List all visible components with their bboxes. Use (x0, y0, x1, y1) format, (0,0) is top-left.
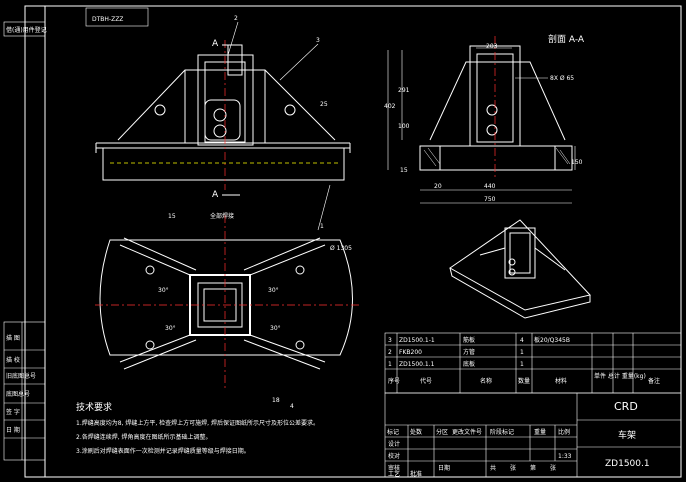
part-code-text: DTBH-ZZZ (92, 16, 123, 23)
bom-r2-no: 2 (388, 349, 392, 356)
bom-h-qty: 数量 (518, 377, 530, 385)
tb-date-label: 日期 (438, 464, 450, 472)
section-title: 剖面 A-A (548, 33, 585, 45)
bom-r2-qty: 1 (520, 349, 524, 356)
dim-750: 750 (484, 196, 496, 203)
dim-20: 20 (434, 183, 442, 190)
tb-approve: 批准 (410, 470, 422, 478)
bom-h-no: 序号 (388, 377, 400, 385)
tech-req-2: 2.各焊缝连续焊, 焊角高度在图纸所示基础上调整。 (76, 433, 212, 441)
part-name: 车架 (618, 429, 636, 441)
title-block (384, 392, 682, 478)
drawing-frame (24, 5, 682, 478)
dim-440: 440 (484, 183, 496, 190)
side-row-6: 日 期 (6, 426, 20, 434)
tb-role-process: 工艺 (388, 470, 400, 478)
tech-req-title: 技术要求 (76, 401, 112, 413)
dim-291: 291 (398, 87, 410, 94)
tech-req-3: 3.涂刷后对焊缝表面作一次检测并记录焊缝质量等级与焊接日期。 (76, 447, 250, 455)
company-name: CRD (614, 400, 638, 413)
angle-2: 30° (268, 287, 279, 294)
side-row-3: 旧底图总号 (6, 372, 36, 380)
bom-h-mat: 材料 (555, 377, 567, 385)
iso-view (449, 219, 591, 319)
dim-203: 203 (486, 43, 498, 50)
part-code-box (85, 7, 149, 27)
dim-100: 100 (398, 123, 410, 130)
bom-r3-mat: 板20/Q345B (534, 336, 570, 344)
bom-r3-code: ZD1500.1-1 (399, 337, 435, 344)
tb-role-audit: 审核 (388, 464, 400, 472)
tb-phase-label: 阶段标记 (490, 428, 514, 436)
side-label: 借(通)用件登记 (6, 26, 47, 34)
tb-sheet-4: 张 (550, 464, 556, 472)
front-view (95, 40, 351, 190)
bom-h-weight: 单件 总计 重量(kg) (594, 372, 646, 380)
dim-diam: Ø 1305 (330, 245, 352, 252)
side-row-5: 签 字 (6, 408, 20, 416)
balloon-4: 4 (290, 403, 294, 410)
tb-role-design: 设计 (388, 440, 400, 448)
side-row-4: 底图总号 (6, 390, 30, 398)
weld-15b: 15 (400, 167, 408, 174)
bom-r1-qty: 1 (520, 361, 524, 368)
bom-r2-code: FKB200 (399, 349, 422, 356)
tb-label-changeno: 更改文件号 (452, 428, 482, 436)
dim-402: 402 (384, 103, 396, 110)
bom-r1-no: 1 (388, 361, 392, 368)
angle-4: 30° (270, 325, 281, 332)
weld-18: 18 (272, 397, 280, 404)
tb-label-zone: 分区 (436, 428, 448, 436)
section-view (419, 36, 573, 180)
note-label: 全部焊接 (210, 212, 234, 220)
balloon-1: 1 (320, 223, 324, 230)
bom-r1-name: 底板 (463, 360, 475, 368)
section-mark-top: A (212, 39, 219, 49)
bom-h-code: 代号 (420, 377, 432, 385)
balloon-3: 3 (316, 37, 320, 44)
dim-150: 150 (571, 159, 583, 166)
tb-label-count: 处数 (410, 428, 422, 436)
tech-req-1: 1.焊缝高度均为8, 焊缝上方平, 检查焊上方可施焊, 焊后保证图纸所示尺寸及形… (76, 419, 319, 427)
bom-h-name: 名称 (480, 377, 492, 385)
side-row-2: 描 校 (6, 356, 20, 364)
tb-scale-label: 比例 (558, 428, 570, 436)
bom-r3-name: 筋板 (463, 336, 475, 344)
bom-h-remark: 备注 (648, 377, 660, 385)
bom-r1-code: ZD1500.1.1 (399, 361, 435, 368)
tb-scale-value: 1:33 (558, 453, 572, 460)
angle-3: 30° (165, 325, 176, 332)
top-view (95, 215, 360, 390)
side-row-1: 描 图 (6, 334, 20, 342)
tb-sheet-2: 张 (510, 464, 516, 472)
tb-label-mark: 标记 (387, 428, 399, 436)
tb-weight-label: 重量 (534, 428, 546, 436)
side-table (3, 321, 46, 461)
balloon-2: 2 (234, 15, 238, 22)
section-mark-bottom: A (212, 190, 219, 200)
angle-1: 30° (158, 287, 169, 294)
drawing-no: ZD1500.1 (605, 459, 650, 469)
tb-sheet-3: 第 (530, 464, 536, 472)
dim-holes: 8X Ø 65 (550, 75, 574, 82)
bom-r2-name: 方管 (463, 348, 475, 356)
bom-r3-no: 3 (388, 337, 392, 344)
tb-role-check: 校对 (388, 452, 400, 460)
tb-sheet-1: 共 (490, 464, 496, 472)
dim-r25: 25 (320, 101, 328, 108)
bom-r3-qty: 4 (520, 337, 524, 344)
weld-15a: 15 (168, 213, 176, 220)
